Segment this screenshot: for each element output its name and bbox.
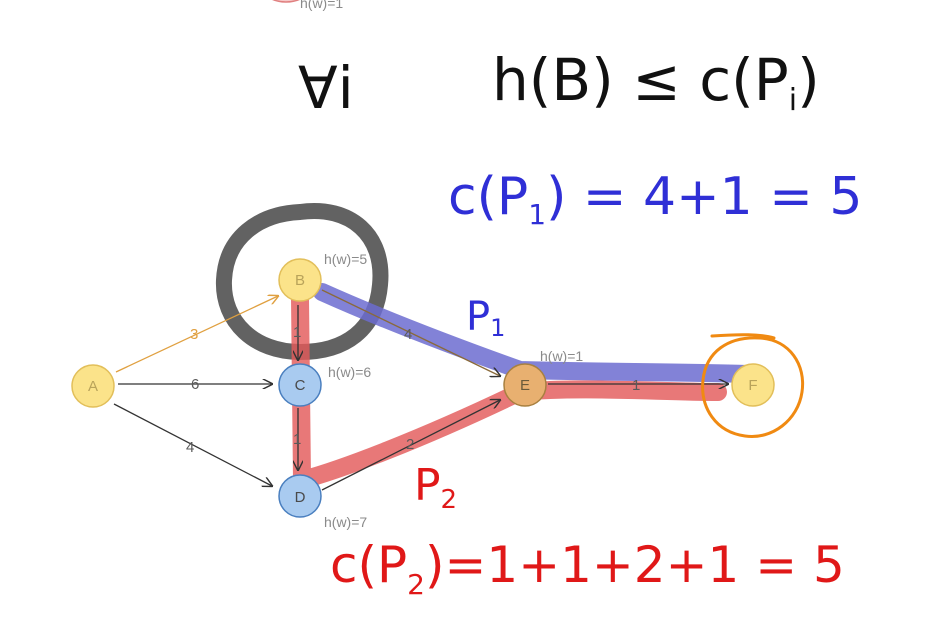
node-e-label: E — [520, 377, 530, 394]
p1-label: P1 — [466, 294, 505, 342]
p2-label: P2 — [414, 460, 457, 515]
p1-highlight — [313, 283, 757, 383]
edge-d-e-weight: 2 — [406, 436, 414, 453]
edge-a-d-weight: 4 — [186, 439, 194, 456]
node-c-label: C — [295, 377, 306, 394]
p1-cost-sub: 1 — [528, 198, 546, 231]
p2-label-main: P — [414, 460, 441, 511]
p2-label-sub: 2 — [441, 485, 458, 515]
blue-annotation: c(P1) = 4+1 = 5 P1 — [448, 167, 862, 342]
p1-label-sub: 1 — [490, 314, 505, 342]
p2-cost-prefix: c(P — [330, 536, 407, 594]
forall-text: ∀i — [298, 54, 354, 122]
edge-a-c-weight: 6 — [191, 376, 199, 393]
node-b: B h(w)=5 — [278, 251, 367, 302]
p1-cost-prefix: c(P — [448, 167, 528, 227]
edges — [113, 289, 728, 491]
node-f: F — [731, 363, 775, 407]
node-d-h-label: h(w)=7 — [324, 514, 367, 530]
edge-labels: 3 6 4 1 1 4 2 1 — [186, 324, 640, 456]
black-annotation: ∀i h(B) ≤ c(Pi) — [298, 46, 820, 122]
edge-d-e — [321, 400, 500, 491]
p1-label-main: P — [466, 294, 490, 340]
edge-e-f-weight: 1 — [632, 377, 640, 394]
edge-b-e — [321, 289, 500, 376]
p2-cost-sub: 2 — [407, 568, 425, 601]
inequality-close: ) — [797, 46, 820, 114]
node-c: C h(w)=6 — [278, 363, 371, 407]
f-highlight-circle — [701, 333, 805, 438]
p1-cost-suffix: ) = 4+1 = 5 — [546, 167, 862, 227]
node-b-h-label: h(w)=5 — [324, 251, 367, 267]
inequality-text: h(B) ≤ c(Pi) — [492, 46, 820, 118]
p2-cost-suffix: )=1+1+2+1 = 5 — [425, 536, 845, 594]
p1-cost-text: c(P1) = 4+1 = 5 — [448, 167, 862, 231]
edge-a-d — [113, 403, 272, 486]
red-annotation: P2 c(P2)=1+1+2+1 = 5 — [330, 460, 845, 601]
node-f-label: F — [748, 377, 757, 394]
node-e: E h(w)=1 — [503, 348, 583, 407]
node-d-label: D — [295, 489, 306, 506]
node-d: D h(w)=7 — [278, 474, 367, 530]
top-partial-h-label: h(w)=1 — [300, 0, 343, 11]
inequality-main: h(B) ≤ c(P — [492, 46, 789, 114]
node-a-label: A — [88, 378, 98, 395]
p2-cost-text: c(P2)=1+1+2+1 = 5 — [330, 536, 845, 601]
node-b-label: B — [295, 272, 305, 289]
edge-c-d-weight: 1 — [293, 431, 301, 448]
edge-b-e-weight: 4 — [404, 326, 412, 343]
edge-b-c-weight: 1 — [293, 324, 301, 341]
node-c-h-label: h(w)=6 — [328, 364, 371, 380]
node-e-h-label: h(w)=1 — [540, 348, 583, 364]
edge-a-b — [115, 296, 278, 373]
top-partial-node: h(w)=1 — [272, 0, 343, 11]
node-a: A — [71, 364, 115, 408]
inequality-sub: i — [789, 83, 797, 118]
edge-a-b-weight: 3 — [190, 326, 198, 343]
